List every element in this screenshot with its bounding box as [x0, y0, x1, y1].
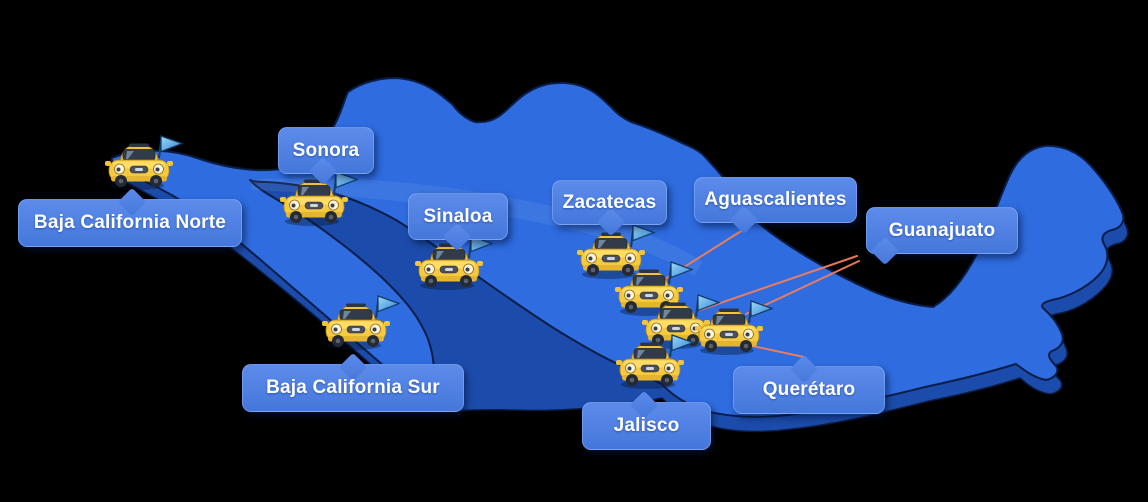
state-label-text: Sonora [292, 139, 360, 161]
checkpoint-flag-icon [629, 224, 656, 248]
state-label-baja-california-sur[interactable]: Baja California Sur [242, 352, 464, 412]
checkpoint-flag-icon [374, 295, 401, 319]
car-marker-jalisco[interactable] [615, 332, 695, 390]
state-label-text: Querétaro [762, 379, 856, 400]
car-marker-sonora[interactable] [279, 169, 359, 227]
state-label-text: Baja California Sur [266, 377, 440, 398]
checkpoint-flag-icon [332, 171, 359, 195]
taxi-car-icon [105, 143, 173, 187]
taxi-car-icon [616, 342, 684, 386]
car-marker-baja-california-norte[interactable] [104, 133, 184, 191]
state-label-text: Aguascalientes [704, 189, 847, 210]
state-label-guanajuato[interactable]: Guanajuato [866, 207, 1018, 266]
state-label-queretaro[interactable]: Querétaro [733, 354, 885, 414]
state-label-sonora[interactable]: Sonora [278, 127, 374, 186]
state-label-text: Sinaloa [423, 205, 493, 227]
checkpoint-flag-icon [747, 300, 774, 324]
state-label-baja-california-norte[interactable]: Baja California Norte [18, 187, 242, 247]
taxi-car-icon [415, 243, 483, 287]
car-marker-sinaloa[interactable] [414, 233, 494, 291]
taxi-car-icon [322, 303, 390, 347]
car-marker-zacatecas[interactable] [576, 222, 656, 280]
taxi-car-icon [280, 179, 348, 223]
connector-line [699, 255, 858, 311]
state-label-text: Baja California Norte [33, 212, 227, 233]
checkpoint-flag-icon [667, 261, 694, 285]
state-label-sinaloa[interactable]: Sinaloa [408, 193, 508, 252]
state-label-text: Guanajuato [888, 219, 996, 241]
taxi-car-icon [642, 302, 710, 346]
taxi-car-icon [615, 269, 683, 313]
state-label-aguascalientes[interactable]: Aguascalientes [694, 177, 857, 235]
checkpoint-flag-icon [668, 334, 695, 358]
car-marker-queretaro[interactable] [694, 298, 774, 356]
taxi-car-icon [695, 308, 763, 352]
checkpoint-flag-icon [694, 294, 721, 318]
taxi-car-icon [577, 232, 645, 276]
state-label-text: Zacatecas [562, 191, 657, 213]
state-label-zacatecas[interactable]: Zacatecas [552, 180, 667, 237]
checkpoint-flag-icon [157, 135, 184, 159]
car-marker-baja-california-sur[interactable] [321, 293, 401, 351]
connector-line [745, 260, 860, 315]
state-label-jalisco[interactable]: Jalisco [582, 390, 711, 450]
state-label-text: Jalisco [613, 415, 680, 436]
car-marker-guanajuato[interactable] [641, 292, 721, 350]
